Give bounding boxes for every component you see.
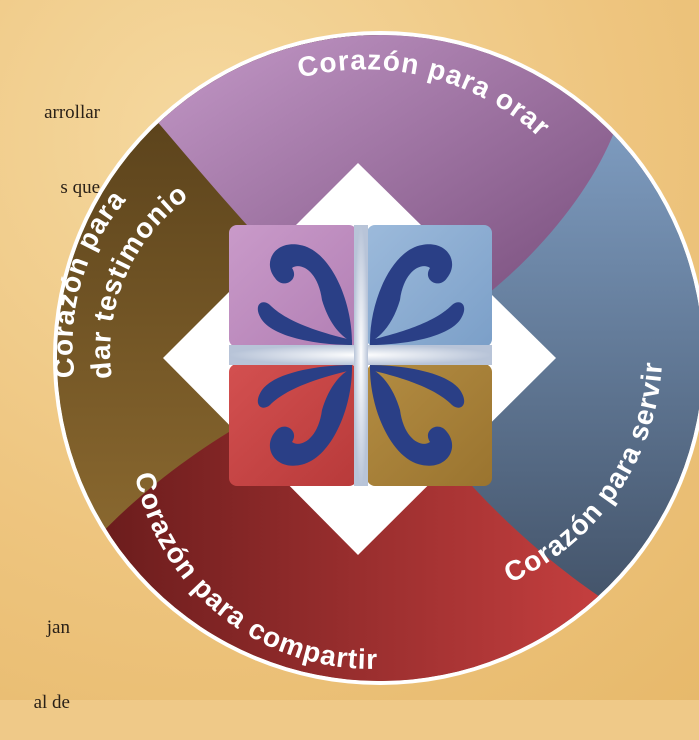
side-text-line: arrollar xyxy=(44,102,100,123)
heart-curl-bottom-left xyxy=(269,368,352,466)
heart-curl-top-left-lower xyxy=(257,302,352,345)
heart-curl-bottom-right xyxy=(370,368,453,466)
side-text-line: jan xyxy=(46,617,70,638)
logo-cross-vertical xyxy=(354,225,368,486)
heart-curl-bottom-right-upper xyxy=(370,365,465,408)
heart-circle-diagram: Corazón para orar Corazón para servir Co… xyxy=(47,31,699,685)
heart-curl-top-right xyxy=(370,244,453,342)
side-text-line: s que xyxy=(60,177,100,198)
segment-servir xyxy=(380,130,699,640)
heart-curl-bottom-left-upper xyxy=(257,365,352,408)
logo-hearts xyxy=(257,244,465,466)
center-logo xyxy=(229,225,492,486)
heart-curl-top-left xyxy=(269,244,352,342)
heart-curl-top-right-lower xyxy=(370,302,465,345)
